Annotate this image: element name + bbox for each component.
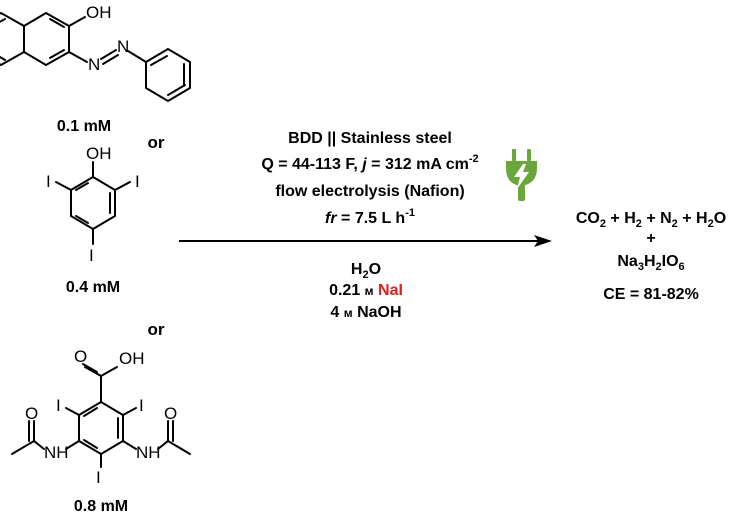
flow-rate-symbol: fr [325, 210, 337, 227]
periodate-io-subscript: 6 [679, 261, 685, 273]
azo-naphthol-n2-label: N [117, 37, 129, 56]
triiodophenol-bonds [55, 161, 131, 245]
triiodophenol-i-left-label: I [46, 172, 51, 191]
periodate-h-subscript: 2 [656, 261, 662, 273]
current-density-symbol: j [360, 156, 367, 173]
product-gases-line: CO2 + H2 + N2 + H2O [576, 210, 726, 230]
conditions-above: BDD || Stainless steel Q = 44-113 F, j =… [261, 130, 478, 227]
naoh-line: 4 м NaOH [330, 304, 401, 321]
diacetamido-triiodobenzoic-acid-bonds [11, 363, 191, 468]
reactant-triiodophenol: OH I I I 0.4 mM [46, 144, 140, 296]
azo-naphthol-bonds [0, 12, 191, 102]
h2o-tail: O [714, 210, 726, 227]
water-h-subscript: 2 [362, 269, 368, 281]
current-density-text: = 312 mA cm [367, 156, 469, 173]
acid-o-right-label: O [164, 404, 177, 423]
triiodophenol-i-right-label: I [135, 172, 140, 191]
h2-subscript: 2 [636, 218, 642, 230]
acid-o-left-label: O [25, 404, 38, 423]
azo-naphthol-concentration: 0.1 mM [57, 118, 111, 135]
charge-text: Q = 44-113 F, [261, 156, 362, 173]
n2-subscript: 2 [672, 218, 678, 230]
product-plus: + [646, 230, 655, 247]
nai-line: 0.21 м NaI [329, 282, 403, 299]
flow-electrolysis-line: flow electrolysis (Nafion) [275, 183, 464, 200]
periodate-h: H [644, 253, 656, 270]
charge-current-line: Q = 44-113 F, j = 312 mA cm-2 [261, 153, 478, 173]
reaction-arrow [179, 235, 552, 247]
reactant-azo-naphthol: OH N N 0.1 mM [0, 3, 191, 135]
triiodophenol-i-bottom-label: I [89, 246, 94, 265]
water-h: H [351, 261, 363, 278]
co2-base: CO [576, 210, 600, 227]
water-line: H2O [351, 261, 381, 281]
acid-i-right-label: I [139, 396, 144, 415]
acid-nh-left-label: NH [44, 443, 69, 462]
electric-plug-icon [506, 149, 537, 201]
reactant-diacetamido-triiodobenzoic-acid: O OH I I I O O NH NH 0.8 mM [11, 347, 191, 515]
periodate-io: IO [662, 253, 679, 270]
water-o: O [369, 261, 381, 278]
nai-unit: м [365, 284, 374, 298]
acid-i-left-label: I [56, 396, 61, 415]
flow-rate-text: = 7.5 L h [337, 210, 406, 227]
products: CO2 + H2 + N2 + H2O + Na3H2IO6 CE = 81-8… [576, 210, 726, 303]
separator-or-1: or [148, 133, 165, 152]
conditions-below: H2O 0.21 м NaI 4 м NaOH [329, 261, 403, 321]
triiodophenol-concentration: 0.4 mM [66, 279, 120, 296]
h2o-subscript: 2 [708, 218, 714, 230]
acid-concentration: 0.8 mM [74, 498, 128, 515]
periodate-line: Na3H2IO6 [617, 253, 684, 273]
naoh-text: NaOH [353, 304, 402, 321]
acid-oh-label: OH [119, 349, 145, 368]
periodate-na-subscript: 3 [638, 261, 644, 273]
nai-amount: 0.21 [329, 282, 365, 299]
current-density-exponent: -2 [469, 153, 479, 165]
nai-highlight: NaI [378, 282, 403, 299]
naoh-amount: 4 [330, 304, 343, 321]
azo-naphthol-n1-label: N [88, 55, 100, 74]
h2o-base: + H [678, 210, 708, 227]
flow-rate-exponent: -1 [405, 207, 415, 219]
separator-or-2: or [148, 320, 165, 339]
acid-nh-right-label: NH [136, 443, 161, 462]
triiodophenol-oh-label: OH [86, 144, 112, 163]
h2-base: + H [606, 210, 636, 227]
electrode-line: BDD || Stainless steel [288, 130, 452, 147]
flow-rate-line: fr = 7.5 L h-1 [325, 207, 415, 227]
periodate-na: Na [617, 253, 638, 270]
acid-i-bottom-label: I [96, 468, 101, 487]
co2-subscript: 2 [600, 218, 606, 230]
acid-carbonyl-o-label: O [74, 347, 87, 366]
n2-base: + N [642, 210, 672, 227]
naoh-unit: м [344, 306, 353, 320]
current-efficiency: CE = 81-82% [603, 286, 699, 303]
azo-naphthol-oh-label: OH [86, 3, 112, 22]
